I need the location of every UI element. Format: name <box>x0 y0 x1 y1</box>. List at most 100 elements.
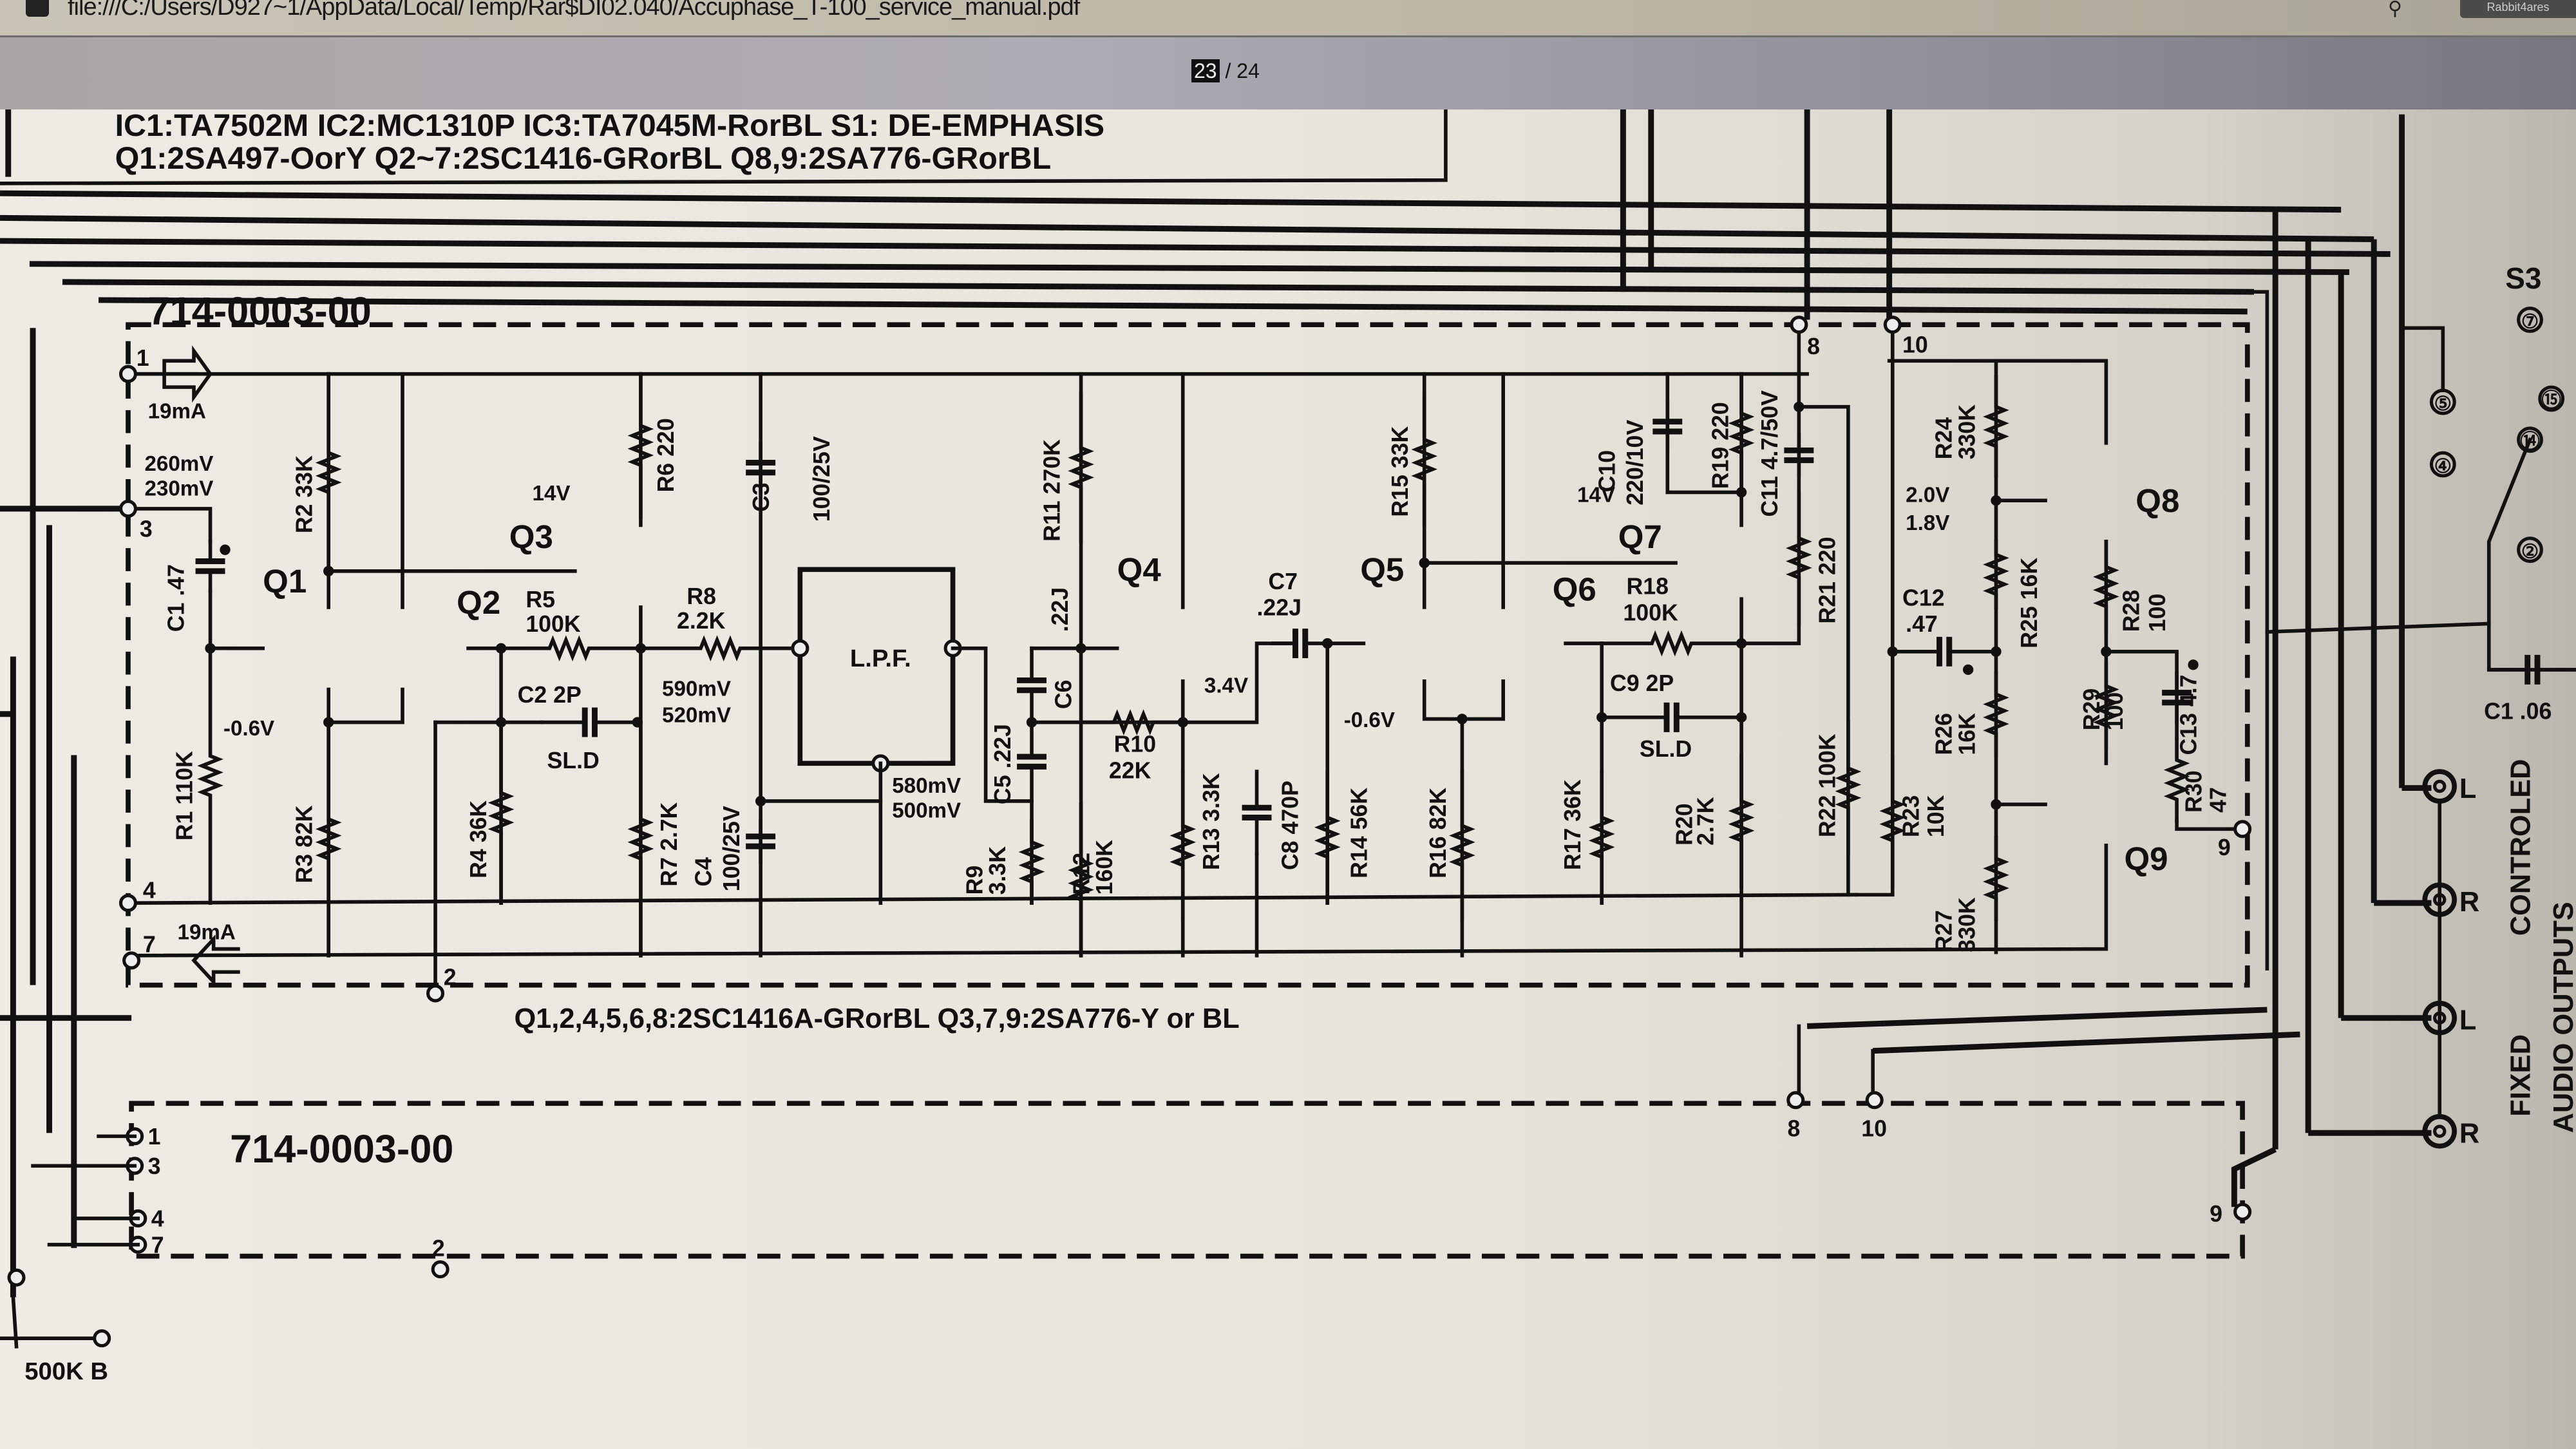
bus-line <box>0 238 2391 257</box>
pin-number-b1: 1 <box>148 1124 161 1150</box>
extension-icon[interactable]: ⚲ <box>2388 0 2402 19</box>
extension-button[interactable]: Rabbit4ares <box>2460 0 2576 18</box>
switch-terminal-t2: ② <box>2521 540 2539 562</box>
current-arrow-icon <box>162 345 213 403</box>
resistor <box>1449 770 1475 922</box>
current-page-input[interactable]: 23 <box>1191 59 1220 82</box>
wire <box>129 844 2108 958</box>
transistor-label-q5: Q5 <box>1360 551 1404 588</box>
component-label-r9b: 3.3K <box>985 846 1010 895</box>
component-label-r30a: R30 <box>2181 770 2206 812</box>
transistor-label-q4: Q4 <box>1117 551 1162 588</box>
lpf-label: L.P.F. <box>850 645 911 672</box>
wire <box>1739 404 1801 645</box>
wire <box>327 687 404 724</box>
connector-pin <box>2233 820 2252 838</box>
transistor-label-q1: Q1 <box>263 563 307 600</box>
header-frame <box>0 109 1448 185</box>
pin-number-p4: 4 <box>143 877 156 903</box>
board-outline-2 <box>129 1101 2245 1259</box>
voltage-annotation-v1a: 260mV <box>144 452 213 476</box>
junction-dot <box>1991 646 2002 657</box>
fixed-output-label: FIXED <box>2506 1034 2537 1117</box>
component-label-r23a: R23 <box>1899 795 1924 837</box>
resistor <box>2093 540 2119 634</box>
component-label-c9: C9 2P <box>1610 670 1674 696</box>
component-label-r18a: R18 <box>1626 574 1669 600</box>
junction-dot <box>205 643 216 654</box>
component-label-r27a: R27 <box>1931 910 1957 952</box>
schematic-diagram: IC1:TA7502M IC2:MC1310P IC3:TA7045M-RorB… <box>0 109 2576 1385</box>
component-label-c3b: 100/25V <box>809 436 835 522</box>
voltage-annotation-v1b: 230mV <box>144 477 213 500</box>
address-url[interactable]: file:///C:/Users/D927~1/AppData/Local/Te… <box>68 0 1080 21</box>
wire <box>2175 819 2249 831</box>
component-label-c11: C11 4.7/50V <box>1757 390 1783 517</box>
component-label-r11: R11 270K <box>1039 439 1065 542</box>
resistor <box>1082 709 1185 735</box>
component-label-c4a: C4 <box>691 857 717 887</box>
component-label-c1: C1 .47 <box>164 564 189 632</box>
voltage-annotation-v6: 3.4V <box>1204 674 1248 698</box>
component-label-r5b: 100K <box>526 611 581 637</box>
component-label-r6: R6 220 <box>653 418 679 492</box>
wire <box>2265 437 2533 634</box>
switch-terminal-t4: ④ <box>2434 455 2452 477</box>
pin-number-b3: 3 <box>148 1153 161 1179</box>
component-label-c2: C2 2P <box>518 682 582 708</box>
transistor-label-q9: Q9 <box>2124 840 2168 877</box>
transistor-label-q3: Q3 <box>509 518 553 555</box>
wire <box>1887 359 2108 445</box>
component-label-r10a: R10 <box>1114 731 1157 757</box>
component-label-r7: R7 2.7K <box>656 802 682 886</box>
resistor <box>1786 490 1812 626</box>
switch-terminal <box>2517 426 2543 453</box>
resistor <box>1879 753 1906 889</box>
switch-terminal <box>2517 307 2543 333</box>
junction-dot <box>1075 643 1086 654</box>
voltage-annotation-v5b: 500mV <box>892 799 961 822</box>
component-label-r1: R1 110K <box>171 751 197 840</box>
component-label-r10b: 22K <box>1109 757 1151 783</box>
transistor-label-q8: Q8 <box>2136 482 2179 519</box>
component-label-r12b: 160K <box>1092 840 1117 895</box>
component-label-r29a: R29 <box>2079 688 2105 730</box>
component-label-r8a: R8 <box>687 583 716 609</box>
wire <box>2486 621 2576 672</box>
voltage-annotation-v9a: 2.0V <box>1906 484 1949 507</box>
total-pages: / 24 <box>1225 59 1260 82</box>
bus-line <box>0 190 2342 213</box>
resistor <box>1983 540 2009 609</box>
voltage-annotation-i2: 19mA <box>178 920 236 944</box>
voltage-annotation-v5a: 580mV <box>892 774 961 798</box>
component-label-r20a: R20 <box>1672 803 1698 845</box>
resistor <box>1314 770 1341 905</box>
transistor-label-q7: Q7 <box>1618 518 1662 555</box>
junction-dot <box>1736 487 1747 498</box>
connector-pin <box>122 951 141 970</box>
component-label-r2: R2 33K <box>292 455 317 533</box>
component-label-r28a: R28 <box>2118 590 2144 632</box>
component-label-c7a: C7 <box>1268 569 1298 594</box>
component-label-r20b: 2.7K <box>1693 797 1719 846</box>
resistor <box>315 372 342 573</box>
bus-line <box>29 261 2349 276</box>
bus-line <box>99 297 2248 315</box>
component-label-r17: R17 36K <box>1560 779 1586 870</box>
component-label-r13: R13 3.3K <box>1198 773 1224 870</box>
pin-number-b9: 9 <box>2210 1201 2222 1227</box>
resistor <box>1018 819 1045 905</box>
bus-line <box>0 214 2374 242</box>
voltage-annotation-v3: -0.6V <box>223 717 274 741</box>
voltage-annotation-i1: 19mA <box>148 400 206 424</box>
switch-terminal-t5: ⑤ <box>2434 393 2452 415</box>
component-label-r22: R22 100K <box>1814 734 1840 837</box>
pin-number-p2: 2 <box>444 965 457 990</box>
connector-pin <box>1786 1091 1805 1110</box>
output-jack-label-r1: R <box>2459 887 2479 918</box>
component-label-c2t: SL.D <box>547 748 599 773</box>
junction-dot <box>1457 714 1468 724</box>
browser-tab-bar: file:///C:/Users/D927~1/AppData/Local/Te… <box>0 0 2576 37</box>
board-outline <box>126 322 2250 988</box>
pdf-toolbar: 23 / 24 <box>0 37 2576 109</box>
